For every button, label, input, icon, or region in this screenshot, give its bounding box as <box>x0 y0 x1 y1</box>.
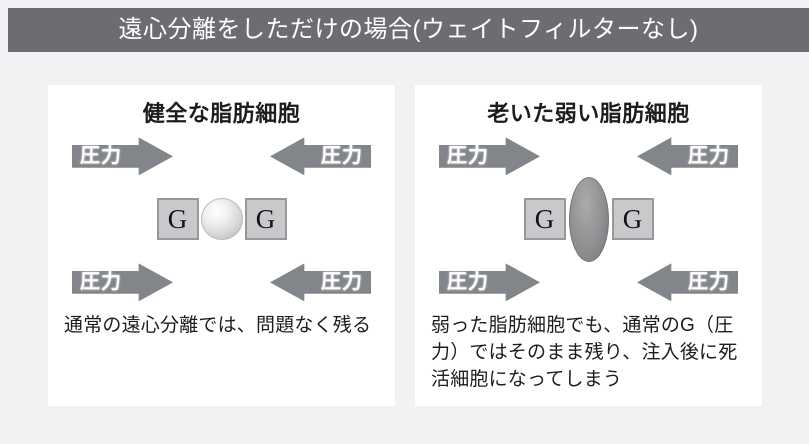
g-force-box-left: G <box>156 198 199 241</box>
diagram-aged: 圧力 圧力 圧力 圧力 G G <box>431 135 746 303</box>
diagram-healthy: 圧力 圧力 圧力 圧力 G G <box>64 135 379 303</box>
pressure-arrow-label: 圧力 <box>321 271 363 294</box>
pressure-arrow-bottom-right: 圧力 <box>637 263 738 302</box>
pressure-arrow-top-left: 圧力 <box>439 137 540 176</box>
panel-aged-weak-fat-cell: 老いた弱い脂肪細胞 圧力 圧力 圧力 圧力 G G 弱った脂肪細胞でも、 <box>415 85 762 406</box>
panel-title-aged: 老いた弱い脂肪細胞 <box>487 101 690 126</box>
panel-caption-healthy: 通常の遠心分離では、問題なく残る <box>64 315 372 337</box>
cell-slot <box>199 198 245 241</box>
pressure-arrow-label: 圧力 <box>321 145 363 168</box>
pressure-arrow-top-right: 圧力 <box>270 137 371 176</box>
cell-slot <box>566 176 612 262</box>
g-force-box-right: G <box>611 198 654 241</box>
pressure-arrow-bottom-right: 圧力 <box>270 263 371 302</box>
panel-caption-aged: 弱った脂肪細胞でも、通常のG（圧力）ではそのまま残り、注入後に死活細胞になってし… <box>431 315 738 391</box>
panel-healthy-fat-cell: 健全な脂肪細胞 圧力 圧力 圧力 圧力 G G 通常の遠心分離では、問題 <box>48 85 395 406</box>
pressure-arrow-top-right: 圧力 <box>637 137 738 176</box>
pressure-arrow-bottom-left: 圧力 <box>72 263 173 302</box>
pressure-arrow-label: 圧力 <box>688 271 730 294</box>
pressure-arrow-top-left: 圧力 <box>72 137 173 176</box>
g-force-box-left: G <box>523 198 566 241</box>
pressure-arrow-label: 圧力 <box>447 145 489 168</box>
fat-cell-sphere-icon <box>200 198 243 241</box>
page-title: 遠心分離をしただけの場合(ウェイトフィルターなし) <box>118 16 699 43</box>
panels-container: 健全な脂肪細胞 圧力 圧力 圧力 圧力 G G 通常の遠心分離では、問題 <box>48 85 762 406</box>
fat-cell-oval-icon <box>568 176 609 262</box>
pressure-arrow-label: 圧力 <box>688 145 730 168</box>
cell-core-row-healthy: G G <box>64 193 379 245</box>
g-force-box-right: G <box>244 198 287 241</box>
pressure-arrow-label: 圧力 <box>80 145 122 168</box>
pressure-arrow-label: 圧力 <box>447 271 489 294</box>
pressure-arrow-label: 圧力 <box>80 271 122 294</box>
cell-core-row-aged: G G <box>431 176 746 262</box>
panel-title-healthy: 健全な脂肪細胞 <box>142 101 301 126</box>
pressure-arrow-bottom-left: 圧力 <box>439 263 540 302</box>
header-bar: 遠心分離をしただけの場合(ウェイトフィルターなし) <box>8 8 809 52</box>
